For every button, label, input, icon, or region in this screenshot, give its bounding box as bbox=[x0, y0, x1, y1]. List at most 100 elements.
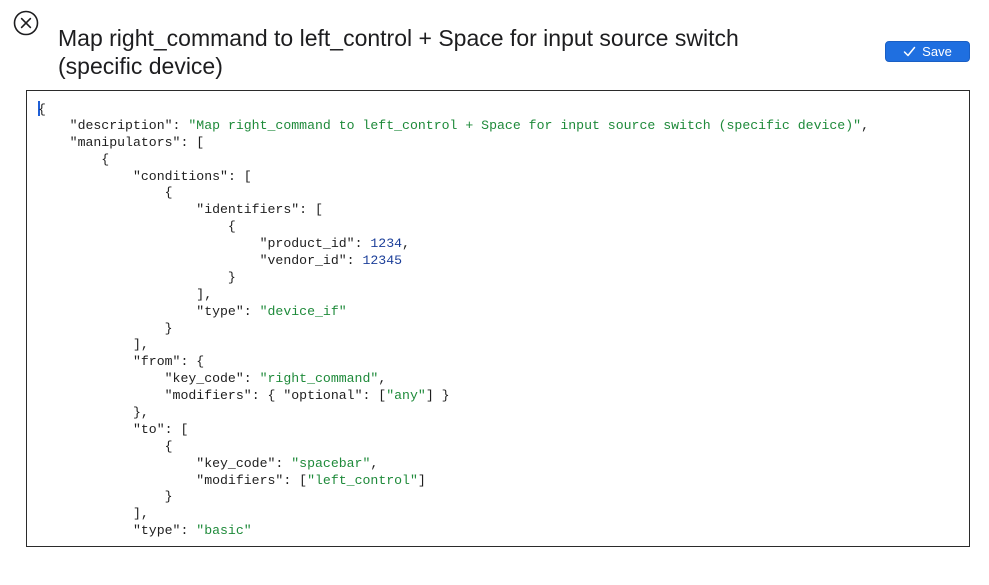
code-line: "modifiers": { "optional": ["any"] } bbox=[38, 388, 869, 405]
code-token bbox=[38, 473, 196, 488]
code-token: : { bbox=[251, 388, 284, 404]
code-token: } bbox=[38, 489, 173, 505]
code-token: "spacebar" bbox=[291, 455, 371, 471]
code-line: { bbox=[38, 185, 869, 202]
code-token: "manipulators" bbox=[69, 134, 181, 150]
code-token: ], bbox=[38, 506, 149, 522]
code-token bbox=[38, 354, 133, 369]
code-token: "any" bbox=[386, 388, 426, 404]
code-line: { bbox=[38, 219, 869, 236]
code-token: { bbox=[38, 151, 110, 167]
code-token: "product_id" bbox=[259, 236, 355, 252]
code-token: : bbox=[275, 455, 292, 471]
code-token: : { bbox=[180, 354, 205, 370]
code-token: "description" bbox=[69, 117, 173, 133]
code-line: "identifiers": [ bbox=[38, 202, 869, 219]
code-line: "from": { bbox=[38, 354, 869, 371]
code-token: ], bbox=[38, 337, 149, 353]
code-token bbox=[38, 388, 165, 403]
code-token: "modifiers" bbox=[196, 472, 284, 488]
code-token: : [ bbox=[283, 472, 308, 488]
code-token: { bbox=[38, 219, 236, 235]
code-line: { bbox=[38, 439, 869, 456]
save-button[interactable]: Save bbox=[885, 41, 970, 62]
code-token: : bbox=[346, 253, 363, 269]
code-token bbox=[38, 253, 260, 268]
code-token: : [ bbox=[180, 134, 205, 150]
code-token: 12345 bbox=[362, 253, 403, 269]
code-token: "basic" bbox=[196, 523, 252, 539]
code-line: "manipulators": [ bbox=[38, 135, 869, 152]
code-token bbox=[38, 169, 133, 184]
code-token bbox=[38, 135, 70, 150]
code-line: } bbox=[38, 321, 869, 338]
code-token: , bbox=[861, 117, 869, 133]
code-token: : bbox=[243, 371, 260, 387]
code-line: "description": "Map right_command to lef… bbox=[38, 118, 869, 135]
code-token bbox=[38, 202, 196, 217]
code-line: }, bbox=[38, 405, 869, 422]
code-token: "vendor_id" bbox=[259, 253, 347, 269]
code-token: , bbox=[402, 236, 410, 252]
code-token: : [ bbox=[362, 388, 387, 404]
code-token: ], bbox=[38, 286, 213, 302]
code-line: { bbox=[38, 101, 869, 118]
code-token: "identifiers" bbox=[196, 202, 300, 218]
code-token: ] bbox=[417, 472, 426, 488]
text-caret bbox=[38, 101, 40, 116]
code-line: { bbox=[38, 152, 869, 169]
code-token: { bbox=[38, 438, 173, 454]
close-circle-icon bbox=[13, 10, 39, 36]
code-token: : bbox=[172, 117, 189, 133]
code-token bbox=[38, 304, 196, 319]
code-line: ], bbox=[38, 337, 869, 354]
code-token: "conditions" bbox=[132, 168, 228, 184]
code-token: 1234 bbox=[370, 236, 403, 252]
save-button-label: Save bbox=[922, 44, 952, 59]
code-line: "type": "device_if" bbox=[38, 304, 869, 321]
code-line: "conditions": [ bbox=[38, 169, 869, 186]
code-token: { bbox=[38, 102, 46, 117]
code-token: : [ bbox=[164, 421, 189, 437]
code-token: "key_code" bbox=[164, 371, 244, 387]
code-token bbox=[38, 523, 133, 538]
code-token: } bbox=[38, 320, 173, 336]
code-token: ] } bbox=[425, 388, 450, 404]
code-token bbox=[38, 236, 260, 251]
code-token: "device_if" bbox=[259, 303, 347, 319]
code-token: : bbox=[354, 236, 371, 252]
json-code: { "description": "Map right_command to l… bbox=[38, 101, 869, 540]
close-button[interactable] bbox=[13, 10, 39, 36]
code-token: "left_control" bbox=[307, 472, 418, 488]
code-token bbox=[38, 371, 165, 386]
code-token: : [ bbox=[227, 168, 252, 184]
code-token: { bbox=[38, 185, 173, 201]
code-token bbox=[38, 118, 70, 133]
code-token: : bbox=[243, 303, 260, 319]
code-line: "product_id": 1234, bbox=[38, 236, 869, 253]
code-line: "to": [ bbox=[38, 422, 869, 439]
code-token bbox=[38, 456, 196, 471]
code-line: } bbox=[38, 489, 869, 506]
code-line: } bbox=[38, 270, 869, 287]
rule-title: Map right_command to left_control + Spac… bbox=[58, 25, 739, 79]
code-token bbox=[38, 422, 133, 437]
code-line: "modifiers": ["left_control"] bbox=[38, 473, 869, 490]
code-line: "key_code": "spacebar", bbox=[38, 456, 869, 473]
code-line: ], bbox=[38, 287, 869, 304]
code-token: "right_command" bbox=[259, 371, 379, 387]
code-line: ], bbox=[38, 506, 869, 523]
code-token: , bbox=[378, 371, 387, 387]
code-token: "type" bbox=[132, 523, 181, 539]
code-token: "optional" bbox=[283, 388, 363, 404]
code-line: "vendor_id": 12345 bbox=[38, 253, 869, 270]
code-token: }, bbox=[38, 405, 149, 421]
code-token: : [ bbox=[299, 202, 323, 218]
code-token: "from" bbox=[132, 354, 181, 370]
code-token: "modifiers" bbox=[164, 388, 252, 404]
checkmark-icon bbox=[903, 46, 916, 57]
code-line: "key_code": "right_command", bbox=[38, 371, 869, 388]
code-token: "Map right_command to left_control + Spa… bbox=[188, 117, 862, 133]
json-editor[interactable]: { "description": "Map right_command to l… bbox=[26, 90, 970, 547]
